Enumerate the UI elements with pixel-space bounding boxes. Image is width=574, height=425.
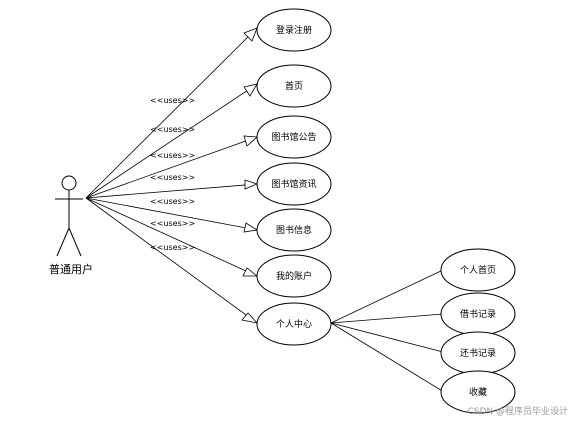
use-case-favorites: 收藏 [440,370,516,414]
use-case-ellipse [256,208,332,252]
use-case-return-records: 还书记录 [440,331,516,375]
use-case-ellipse [256,115,332,159]
sub-association-line [330,313,444,324]
use-case-announcement: 图书馆公告 [256,115,332,159]
use-case-book-info: 图书信息 [256,208,332,252]
association-arrowhead [243,135,258,147]
association-line [85,197,258,324]
use-case-login: 登录注册 [256,8,332,52]
use-case-borrow-records: 借书记录 [440,292,516,336]
use-case-home: 首页 [256,64,332,108]
use-case-ellipse [440,248,516,292]
sub-association-line [330,269,444,324]
actor-stick-figure [55,175,83,257]
use-case-account: 我的账户 [256,254,332,298]
use-case-label: 个人中心 [276,318,312,330]
stereotype-label: <<uses>> [150,197,195,206]
use-case-ellipse [256,8,332,52]
use-case-label: 收藏 [469,386,487,398]
personal-center-associations [330,269,445,393]
association-line [85,183,258,199]
association-arrowhead [243,27,258,42]
use-case-personal-center: 个人中心 [256,302,332,346]
stereotype-label: <<uses>> [150,96,195,105]
use-case-label: 个人首页 [460,264,496,276]
actor-left-leg [56,227,70,257]
stereotype-label: <<uses>> [150,243,195,252]
use-case-ellipse [256,162,332,206]
association-arrowhead [244,179,259,190]
association-line [85,197,258,231]
association-arrowhead [243,222,259,233]
use-case-ellipse [256,254,332,298]
association-line [85,136,258,199]
use-case-label: 图书馆资讯 [271,178,316,190]
use-case-ellipse [256,302,332,346]
sub-association-line [330,322,445,393]
association-arrowhead [242,267,259,277]
stereotype-label: <<uses>> [150,219,195,228]
stereotype-label: <<uses>> [150,125,195,134]
use-case-label: 借书记录 [460,308,496,320]
association-arrowhead [241,312,259,324]
use-case-label: 登录注册 [276,24,312,36]
stereotype-label: <<uses>> [150,173,195,182]
association-arrowhead [243,83,258,97]
actor-right-leg [68,227,82,257]
stereotype-labels: <<uses>> <<uses>> <<uses>> <<uses>> <<us… [150,96,195,252]
association-line [85,197,258,277]
use-case-label: 图书信息 [276,224,312,236]
association-line [85,27,258,199]
sub-association-line [330,322,444,353]
use-case-ellipse [256,64,332,108]
use-case-news: 图书馆资讯 [256,162,332,206]
use-case-label: 图书馆公告 [271,131,316,143]
actor-head [61,175,77,191]
use-case-label: 还书记录 [460,347,496,359]
watermark: CSDN @程序员毕业设计 [467,405,568,417]
actor-associations [85,27,259,324]
use-case-ellipse [440,370,516,414]
association-line [85,83,258,199]
use-case-personal-home: 个人首页 [440,248,516,292]
use-case-label: 我的账户 [276,270,312,282]
actor-label: 普通用户 [49,262,93,276]
use-case-label: 首页 [285,80,303,92]
stereotype-label: <<uses>> [150,151,195,160]
